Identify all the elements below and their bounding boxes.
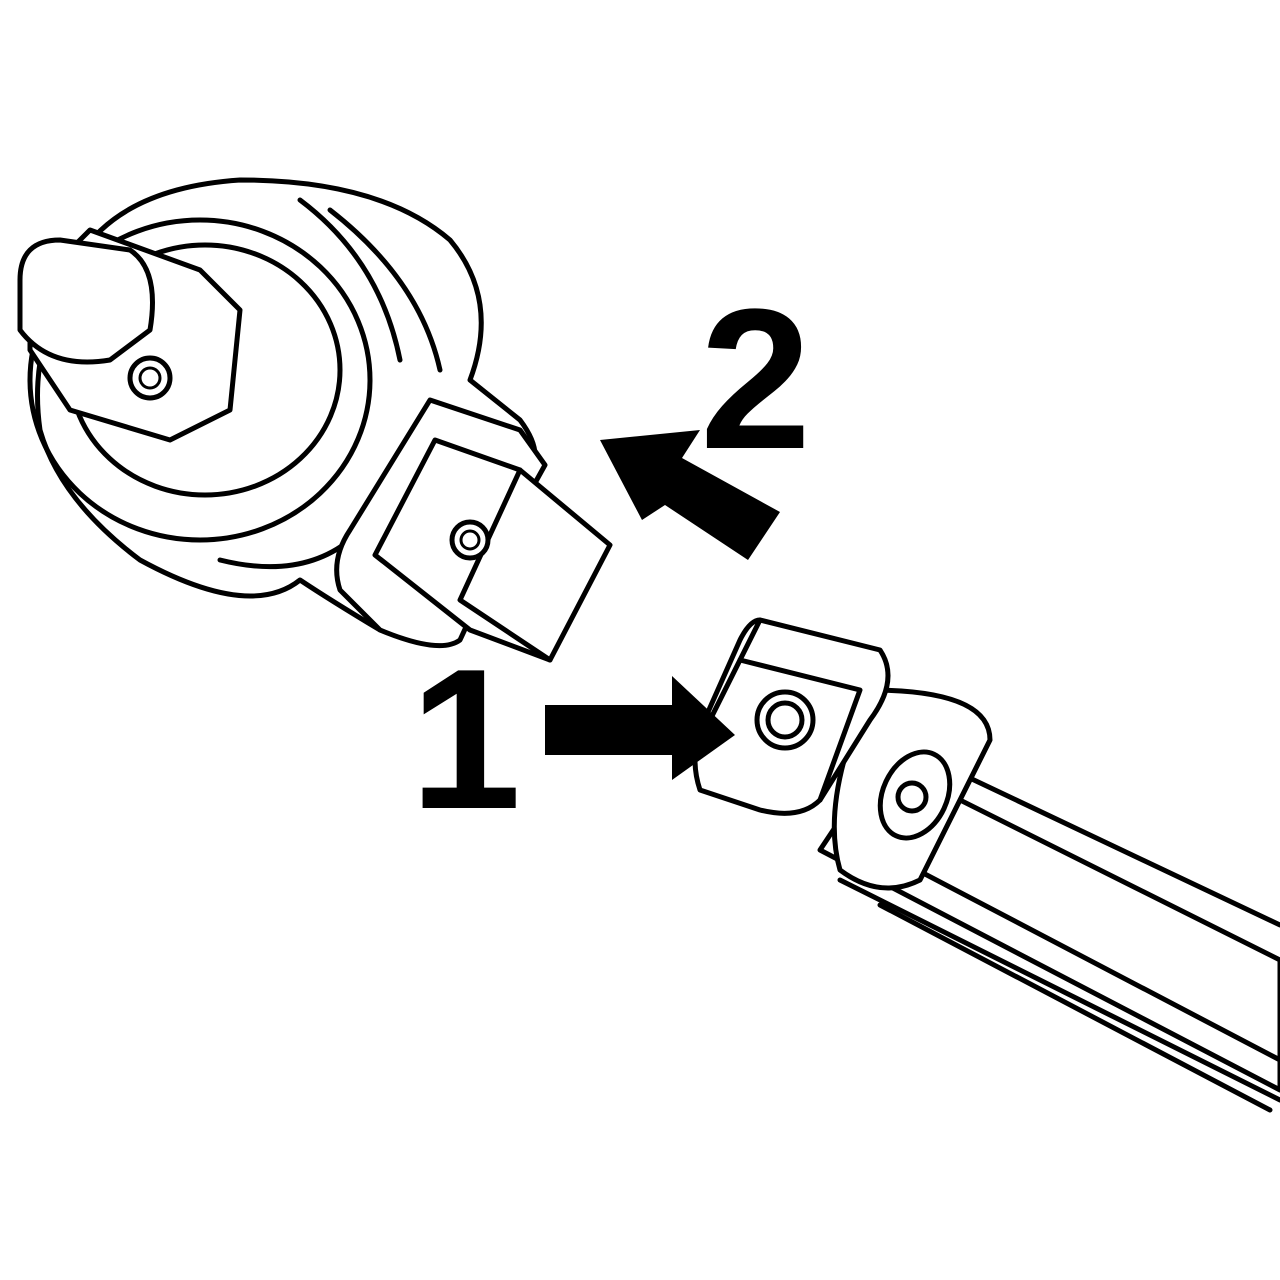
step-1-label: 1 (410, 628, 522, 851)
torque-wrench (692, 617, 1280, 1113)
arrow-right-icon (545, 676, 735, 780)
step-2-label: 2 (700, 268, 812, 491)
arrow-up-left-icon (600, 430, 780, 560)
ratchet-insert-head (17, 177, 613, 663)
